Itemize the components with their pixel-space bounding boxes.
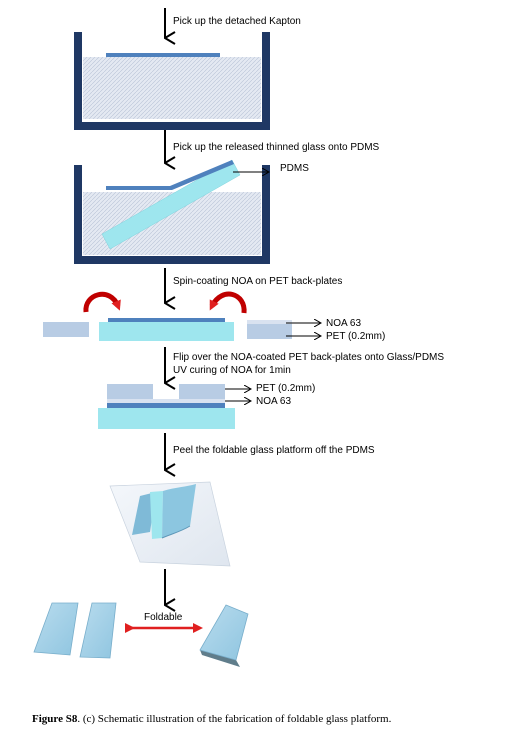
- pet-backplate-right: [247, 324, 292, 339]
- bath-1-container: [74, 32, 270, 130]
- caption-text: . (c) Schematic illustration of the fabr…: [77, 713, 392, 725]
- pet-label-1: PET (0.2mm): [326, 331, 385, 342]
- spin-coat-stack: [43, 318, 292, 341]
- peel-off-illustration: [109, 481, 231, 567]
- glass-strip-center: [150, 491, 163, 539]
- noa-layer-right: [247, 320, 292, 324]
- step2-label: Pick up the released thinned glass onto …: [173, 142, 380, 153]
- figure-label: Figure S8: [32, 713, 78, 725]
- folded-slab-top: [199, 604, 249, 661]
- glass-film-3: [108, 318, 225, 322]
- bath-2: [74, 159, 270, 264]
- pdms-base-4: [98, 408, 235, 429]
- kapton-film-1: [106, 53, 220, 57]
- glass-film-4: [107, 403, 225, 408]
- foldable-label: Foldable: [144, 612, 183, 623]
- step3-label: Spin-coating NOA on PET back-plates: [173, 276, 342, 287]
- flip-arrow-left: [83, 291, 121, 313]
- pet-top-right: [179, 384, 225, 399]
- laminated-stack: [98, 384, 235, 429]
- flat-slab-left: [33, 602, 79, 656]
- noa-layer-4: [107, 399, 225, 403]
- step4-label-line2: UV curing of NOA for 1min: [173, 365, 291, 376]
- glass-pdms-3: [99, 322, 234, 341]
- noa63-label-1: NOA 63: [326, 318, 361, 329]
- step1-label: Pick up the detached Kapton: [173, 16, 301, 27]
- pdms-label: PDMS: [280, 163, 309, 174]
- glass-strip-left: [132, 492, 156, 535]
- thinned-glass-tilted: [101, 159, 241, 250]
- figure-caption: Figure S8. (c) Schematic illustration of…: [32, 713, 391, 725]
- flip-arrow-right: [209, 291, 247, 314]
- pet-top-left: [107, 384, 153, 399]
- bath-1-liquid: [83, 57, 261, 119]
- bath-2-container: [74, 165, 270, 264]
- flat-slab-right: [79, 602, 117, 659]
- kapton-film-2: [106, 186, 172, 190]
- step5-label: Peel the foldable glass platform off the…: [173, 445, 375, 456]
- step4-label-line1: Flip over the NOA-coated PET back-plates…: [173, 352, 444, 363]
- folded-slab-bottom: [200, 650, 240, 667]
- pet-label-2: PET (0.2mm): [256, 383, 315, 394]
- noa63-label-2: NOA 63: [256, 396, 291, 407]
- glass-strip-edge: [161, 525, 191, 539]
- kapton-film-2-tilted: [170, 160, 234, 190]
- flat-state: [33, 602, 117, 659]
- glass-strip-peeling: [162, 484, 196, 538]
- pet-backplate-left: [43, 322, 89, 337]
- bath-1: [74, 32, 270, 130]
- folded-state: [199, 604, 249, 667]
